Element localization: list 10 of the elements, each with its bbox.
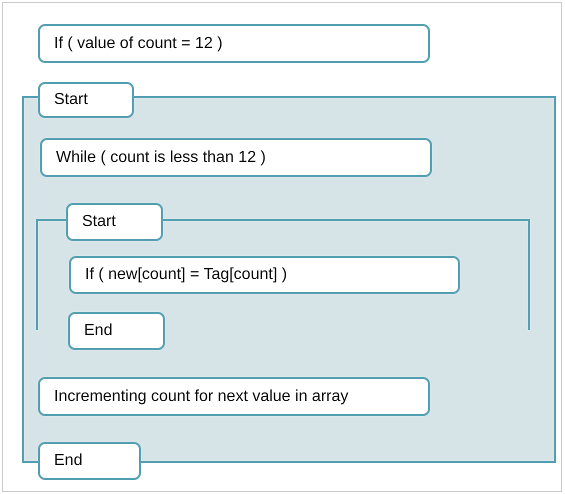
step-box: Start [66,203,163,241]
block-panel [36,203,530,350]
block-panel [22,82,556,480]
step-box: While ( count is less than 12 ) [40,138,432,177]
step-box: End [68,312,165,350]
step-box: End [38,442,141,480]
step-box: Start [38,82,134,118]
step-box: Incrementing count for next value in array [38,377,430,416]
step-box: If ( value of count = 12 ) [38,24,430,63]
step-box: If ( new[count] = Tag[count] ) [69,256,460,294]
